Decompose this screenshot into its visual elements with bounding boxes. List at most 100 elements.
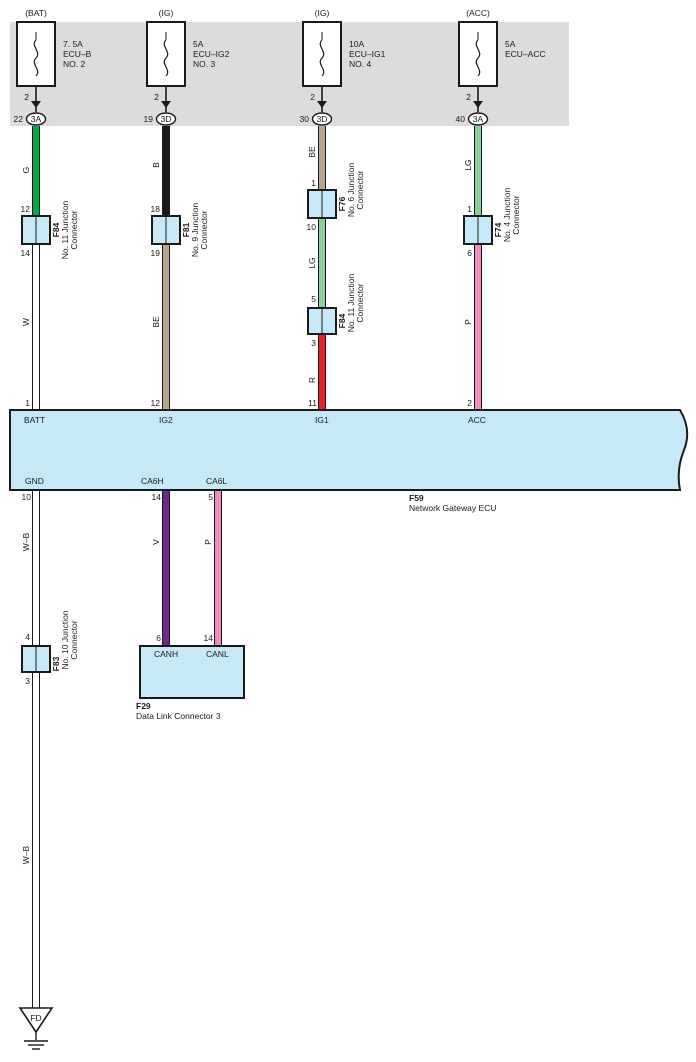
wire-color-label: W: [21, 318, 31, 326]
wire-fill: [33, 244, 39, 412]
wire-fill: [33, 126, 39, 216]
wire-color-label: B: [151, 162, 161, 168]
ecu-body: [9, 409, 689, 491]
wire-color-label: W–B: [21, 532, 31, 551]
wire-color-label: LG: [307, 257, 317, 268]
data-link-connector: 6 CANH 14 CANL F29 Data Link Connector 3: [136, 633, 245, 721]
ground-label: FD: [30, 1013, 41, 1023]
connector-desc-2: Connector: [69, 210, 79, 249]
junction-connector-tag: [25, 112, 47, 126]
fuse-name: ECU–ACC: [505, 49, 546, 59]
fuse-body: [146, 21, 186, 87]
connector-pin-bottom: 14: [21, 248, 31, 258]
connector-pin-top: 4: [25, 632, 30, 642]
fuse-ecu-acc: (ACC) 5A ECU–ACC 2 3A 40: [456, 8, 546, 126]
wire-canh: [162, 488, 170, 646]
junction-connector-code: 3A: [473, 114, 484, 124]
junction-pin: 22: [14, 114, 24, 124]
dlc-pin-label: CANH: [154, 649, 178, 659]
ecu-pin-number: 12: [151, 398, 161, 408]
connector-pin-bottom: 6: [467, 248, 472, 258]
ecu-pin-number: 1: [25, 398, 30, 408]
connector-desc-2: Connector: [199, 210, 209, 249]
dlc-pin-number: 14: [204, 633, 214, 643]
fuse-element-icon: [319, 39, 325, 77]
fuse-rating: 10A: [349, 39, 364, 49]
ecu-pin-label: IG2: [159, 415, 173, 425]
wire-fill: [163, 488, 169, 646]
fuse-body: [302, 21, 342, 87]
wire-fill: [33, 672, 39, 1008]
wire-fill: [319, 218, 325, 308]
connector-pin-top: 1: [467, 204, 472, 214]
wire-fill: [215, 488, 221, 646]
fuse-out-pin: 2: [154, 92, 159, 102]
junction-connector-f81: 18 19 F81 No. 9 Junction Connector: [151, 203, 209, 258]
connector-code: F81: [181, 222, 191, 237]
fuse-ecu-ig1: (IG) 10A ECU–IG1 NO. 4 2 3D 30: [300, 8, 386, 126]
fuse-out-pin: 2: [24, 92, 29, 102]
wire-color-label: V: [151, 539, 161, 545]
ecu-pin-number: 10: [22, 492, 32, 502]
ecu-pin-label: GND: [25, 476, 44, 486]
fuse-element-icon: [163, 39, 169, 77]
connector-desc-1: No. 11 Junction: [60, 201, 70, 260]
wire-color-label: P: [203, 539, 213, 545]
ground-point: FD: [18, 1007, 54, 1050]
fuse-body: [16, 21, 56, 87]
ecu-pin-label: CA6H: [141, 476, 164, 486]
connector-desc-1: No. 4 Junction: [502, 188, 512, 243]
junction-connector-code: 3A: [31, 114, 42, 124]
fuse-supply-label: (IG): [159, 8, 174, 18]
ecu-pin-number: 2: [467, 398, 472, 408]
wire-batt-upper: [32, 126, 40, 216]
wire-color-label: R: [307, 377, 317, 383]
dlc-pin-label: CANL: [206, 649, 229, 659]
wire-ig2-lower: [162, 244, 170, 412]
fuse-number: NO. 4: [349, 59, 371, 69]
connector-code: F76: [337, 196, 347, 211]
fuse-out-pin: 2: [310, 92, 315, 102]
ecu-pin-number: 11: [308, 398, 317, 408]
junction-pin: 19: [144, 114, 154, 124]
junction-connector-f84-ig1: 5 3 F84 No. 11 Junction Connector: [307, 274, 365, 348]
junction-pin: 30: [300, 114, 310, 124]
wire-fill: [33, 488, 39, 646]
wire-ig1-top: [318, 126, 326, 190]
ecu-pin-number: 14: [152, 492, 162, 502]
wire-gnd-upper: [32, 488, 40, 646]
ecu-pin-number: 5: [208, 492, 213, 502]
connector-desc-1: No. 11 Junction: [346, 274, 356, 333]
arrow-down-icon: [161, 101, 171, 108]
arrow-down-icon: [31, 101, 41, 108]
fuse-element-icon: [475, 39, 481, 77]
wire-canl: [214, 488, 222, 646]
junction-connector-f76: 1 10 F76 No. 6 Junction Connector: [307, 163, 365, 232]
fuse-number: NO. 2: [63, 59, 85, 69]
arrow-down-icon: [317, 101, 327, 108]
connector-desc-1: No. 6 Junction: [346, 163, 356, 218]
connector-pin-bottom: 3: [311, 338, 316, 348]
fuse-supply-label: (ACC): [466, 8, 490, 18]
wire-gnd-lower: [32, 672, 40, 1008]
wire-fill: [163, 244, 169, 412]
junction-connector-tag: [155, 112, 177, 126]
connector-pin-top: 1: [311, 178, 316, 188]
fuse-name: ECU–B: [63, 49, 92, 59]
wire-fill: [163, 126, 169, 216]
wire-fill: [319, 334, 325, 412]
connector-pin-top: 5: [311, 294, 316, 304]
fuse-supply-label: (IG): [315, 8, 330, 18]
connector-desc-2: Connector: [355, 170, 365, 209]
dlc-code: F29: [136, 701, 151, 711]
connector-pin-top: 12: [21, 204, 31, 214]
connector-code: F83: [51, 656, 61, 671]
junction-connector-tag: [467, 112, 489, 126]
wire-ig2-upper: [162, 126, 170, 216]
fuse-rating: 5A: [505, 39, 516, 49]
dlc-pin-number: 6: [156, 633, 161, 643]
connector-desc-2: Connector: [69, 620, 79, 659]
connector-pin-bottom: 10: [307, 222, 317, 232]
